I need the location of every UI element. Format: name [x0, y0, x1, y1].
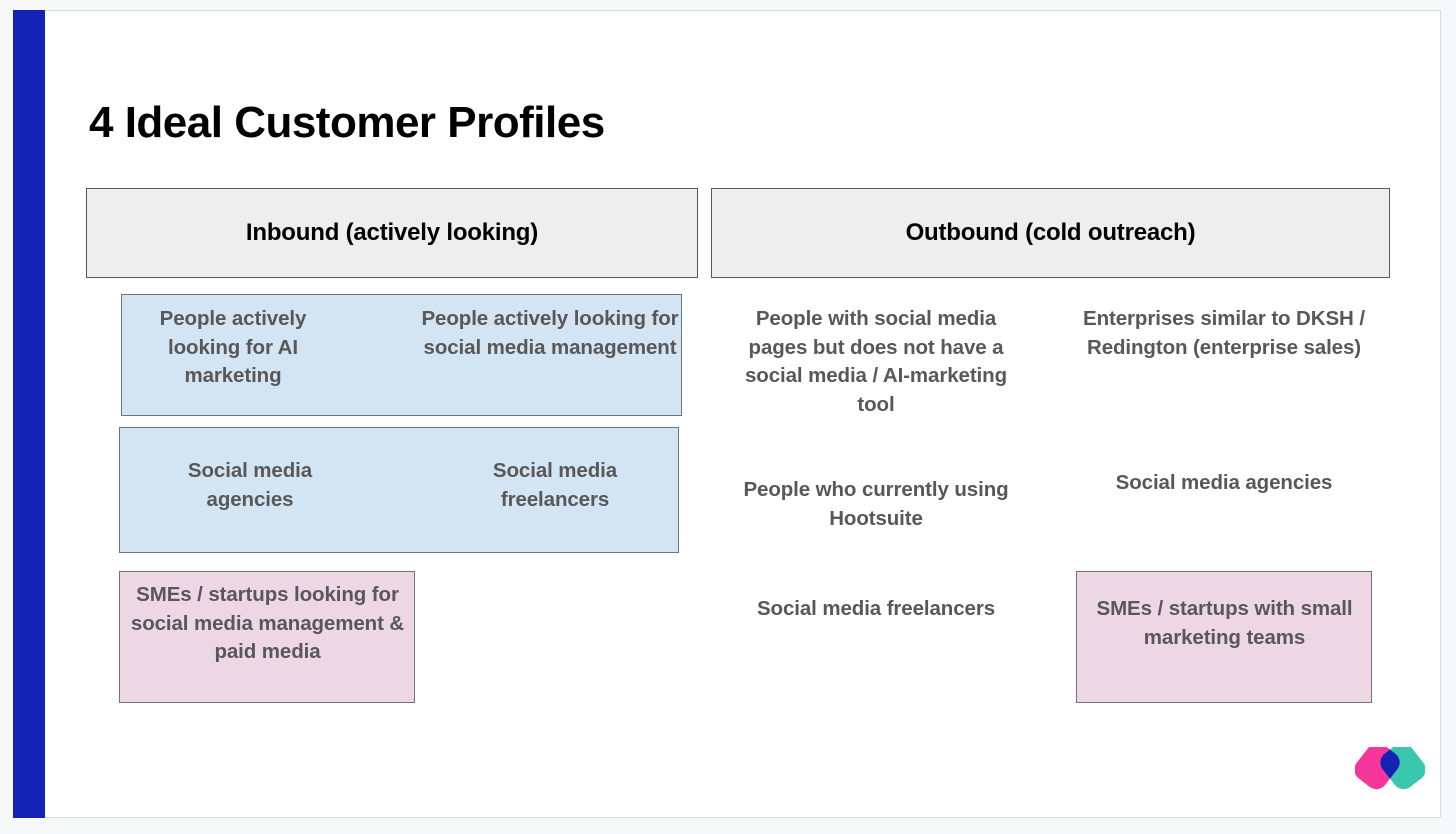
outbound-cell-1-2: Enterprises similar to DKSH / Redington …: [1083, 307, 1365, 359]
left-accent-bar: [13, 10, 45, 818]
inbound-cell-2-2: Social media freelancers: [492, 459, 618, 511]
inbound-cell-3-1: SMEs / startups looking for social media…: [130, 583, 405, 663]
inbound-row-3-highlight: [119, 571, 415, 703]
inbound-cell-1-2: People actively looking for social media…: [421, 307, 679, 359]
outbound-cell-3-1: Social media freelancers: [756, 597, 996, 620]
page-title: 4 Ideal Customer Profiles: [89, 98, 605, 147]
brand-logo-icon: [1354, 742, 1426, 790]
inbound-cell-2-1: Social media agencies: [187, 459, 313, 511]
inbound-row-1-highlight: [121, 294, 682, 416]
inbound-cell-1-1: People actively looking for AI marketing: [159, 307, 307, 387]
column-header-outbound: Outbound (cold outreach): [711, 188, 1390, 278]
brand-logo: [1354, 742, 1426, 805]
outbound-cell-3-2: SMEs / startups with small marketing tea…: [1096, 597, 1353, 649]
outbound-cell-2-1: People who currently using Hootsuite: [743, 478, 1009, 530]
outbound-cell-1-1: People with social media pages but does …: [745, 307, 1007, 416]
outbound-cell-2-2: Social media agencies: [1115, 471, 1333, 494]
inbound-row-2-highlight: [119, 427, 679, 553]
column-header-inbound: Inbound (actively looking): [86, 188, 698, 278]
outbound-row-3-right-highlight: [1076, 571, 1372, 703]
